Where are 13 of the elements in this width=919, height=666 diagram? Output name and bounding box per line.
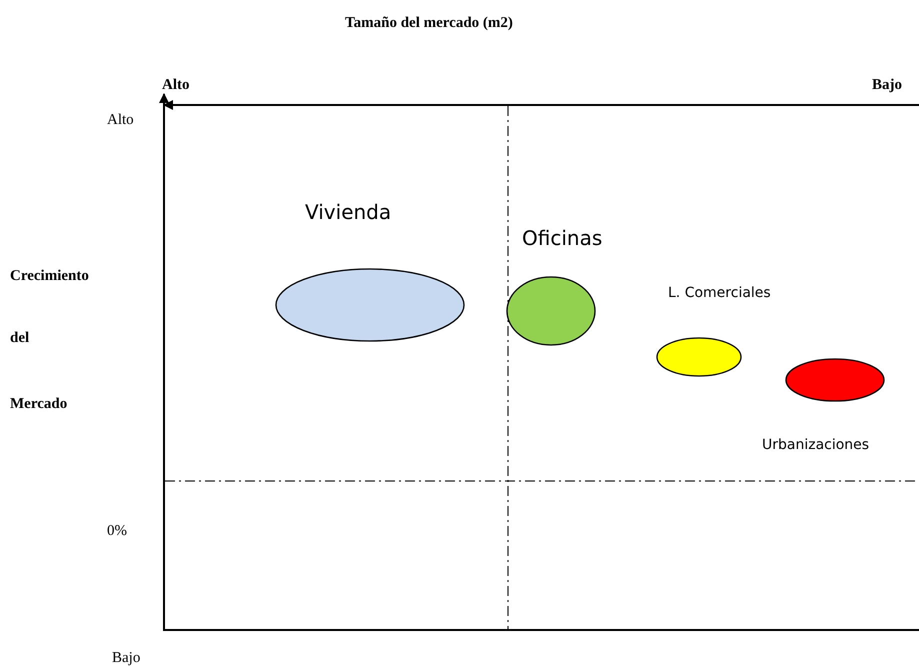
axis-end-label: Bajo [112,650,140,666]
bubble-label: L. Comerciales [668,285,771,301]
axis-title: Mercado [10,396,68,413]
axis-end-label: Alto [162,77,190,94]
bubble-label: Vivienda [305,200,392,224]
chart-title: Tamaño del mercado (m2) [345,15,513,32]
axis-end-label: Bajo [872,77,902,94]
axis-title: Crecimiento [10,268,89,285]
axis-value-label: 0% [107,523,127,540]
bubble-label: Urbanizaciones [762,437,870,453]
axis-end-label: Alto [107,112,134,129]
axis-title: del [10,330,30,347]
bubble-label: Oficinas [522,226,602,250]
